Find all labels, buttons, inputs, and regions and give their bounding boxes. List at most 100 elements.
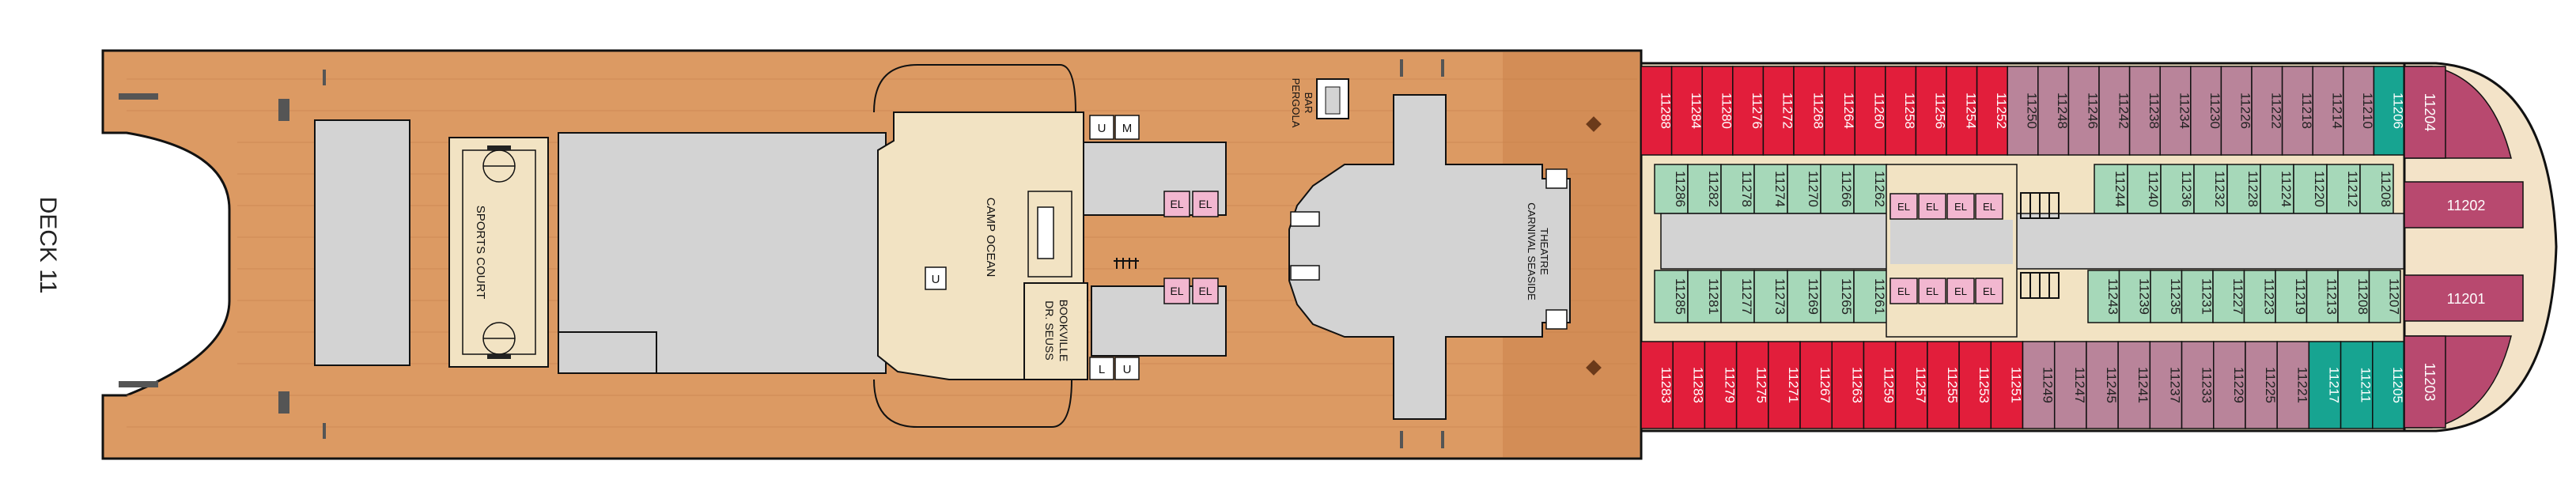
cabin-11208-fb8-label: 11208 <box>2355 278 2370 315</box>
theatre-structure <box>1288 94 1571 420</box>
cabin-11223-fb5: 11223 <box>2243 270 2276 323</box>
cabin-11249-12-box <box>2022 341 2056 429</box>
cabin-11231-fb3-box <box>2181 270 2214 323</box>
cabin-11274-label: 11274 <box>1772 171 1787 207</box>
cabin-11264: 11264 <box>1823 66 1856 156</box>
cabin-11246-box <box>2067 66 2100 156</box>
aft-gray-structure <box>314 119 410 366</box>
cabin-11214-box <box>2312 66 2344 156</box>
cabin-11263-6-label: 11263 <box>1849 367 1864 403</box>
camp-ocean-label: CAMP OCEAN <box>984 198 997 278</box>
cabin-11235-fb2: 11235 <box>2150 270 2183 323</box>
suite-11201-label: 11201 <box>2447 291 2486 307</box>
cabin-11245-14-box <box>2086 341 2119 429</box>
elevator-label: EL <box>1170 285 1183 297</box>
cabin-11243-fb0-label: 11243 <box>2105 278 2120 315</box>
elevator-fwd-top-3-label: EL <box>1983 201 1995 213</box>
cabin-11262: 11262 <box>1853 164 1888 214</box>
cabin-11279-2-label: 11279 <box>1723 367 1738 403</box>
elevator-fwd-top-3-box <box>1975 193 2003 220</box>
cabin-11206-box <box>2373 66 2405 156</box>
cabin-11227-fb4-box <box>2212 270 2245 323</box>
cabin-11257-8-label: 11257 <box>1913 367 1928 403</box>
cabin-11267-5: 11267 <box>1799 341 1833 429</box>
cabin-11254: 11254 <box>1946 66 1978 156</box>
cabin-11246: 11246 <box>2067 66 2101 156</box>
cabin-11260-box <box>1854 66 1886 156</box>
cabin-11211-22-label: 11211 <box>2358 368 2374 403</box>
cabin-11221-20-box <box>2276 341 2310 429</box>
cabin-11248-label: 11248 <box>2055 93 2070 129</box>
cabin-11254-box <box>1946 66 1978 156</box>
cabin-11236-f-box <box>2160 164 2195 214</box>
elevator-fwd-top-2-box <box>1946 193 1975 220</box>
elevator-label: EL <box>1170 198 1183 210</box>
theatre-label-1: CARNIVAL SEASIDE <box>1526 202 1538 300</box>
cabin-11220-f-label: 11220 <box>2312 171 2327 207</box>
elevators-aft: EL EL EL EL <box>1163 191 1219 304</box>
dr-seuss-label-1: DR. SEUSS <box>1043 300 1056 360</box>
elevator-fwd-bottom-3-box <box>1975 278 2003 304</box>
elevator-fwd-bottom-2-box <box>1946 278 1975 304</box>
cabin-11272: 11272 <box>1762 66 1795 156</box>
cabin-11260-label: 11260 <box>1872 93 1887 129</box>
cabin-11283-0-box <box>1640 341 1674 429</box>
cabin-11233-17-box <box>2181 341 2215 429</box>
cabin-11268: 11268 <box>1793 66 1825 156</box>
cabin-11222-box <box>2251 66 2283 156</box>
cabin-11277-label: 11277 <box>1739 278 1754 315</box>
cabin-11282: 11282 <box>1687 164 1722 214</box>
upper-side-structure <box>1083 142 1227 216</box>
suite-labels: 11204 11202 11201 11203 <box>2422 93 2485 402</box>
cabin-11241-15-box <box>2117 341 2151 429</box>
cabin-11222-label: 11222 <box>2268 93 2283 129</box>
cabin-11266-label: 11266 <box>1839 171 1854 207</box>
cabin-11208-f-box <box>2359 164 2394 214</box>
elevator-fwd-top-1-box <box>1918 193 1946 220</box>
cabin-11235-fb2-label: 11235 <box>2168 278 2183 315</box>
cabin-11233-17: 11233 <box>2181 341 2215 429</box>
cabin-11262-box <box>1853 164 1888 214</box>
cabin-11271-4: 11271 <box>1768 341 1801 429</box>
elevator-fwd-bottom-0-box <box>1889 278 1918 304</box>
cabin-11247-13-label: 11247 <box>2072 367 2087 403</box>
cabin-11207-fb9-label: 11207 <box>2386 278 2401 315</box>
cabin-11270: 11270 <box>1787 164 1821 214</box>
cabin-11236-f: 11236 <box>2160 164 2195 214</box>
cabin-11286-box <box>1654 164 1689 214</box>
cabin-11256: 11256 <box>1915 66 1948 156</box>
cabin-11219-fb6-box <box>2275 270 2308 323</box>
elevator-fwd-top-2-label: EL <box>1954 201 1967 213</box>
cabin-11245-14: 11245 <box>2086 341 2119 429</box>
cabin-11238: 11238 <box>2128 66 2162 156</box>
restroom-l-2: L <box>1099 363 1105 376</box>
cabin-11269: 11269 <box>1787 270 1821 323</box>
pergola-label-1: PERGOLA <box>1290 78 1302 128</box>
cabin-11249-12-label: 11249 <box>2041 367 2056 403</box>
cabin-11240-f-box <box>2127 164 2162 214</box>
cabin-11223-fb5-label: 11223 <box>2261 278 2276 315</box>
suite-11201 <box>2404 274 2524 322</box>
cabin-11273-label: 11273 <box>1772 278 1787 315</box>
cabin-11247-13: 11247 <box>2053 341 2087 429</box>
cabin-11238-label: 11238 <box>2147 93 2162 129</box>
stairs-icon <box>1114 258 1139 269</box>
cabin-11285-label: 11285 <box>1673 278 1688 315</box>
cabin-11243-fb0-box <box>2087 270 2120 323</box>
cabin-11217-21: 11217 <box>2308 341 2341 429</box>
cabin-11279-2: 11279 <box>1704 341 1738 429</box>
cabin-11265: 11265 <box>1820 270 1855 323</box>
elevator-label: EL <box>1198 198 1212 210</box>
cabin-11269-label: 11269 <box>1806 278 1821 315</box>
cabin-11213-fb7-label: 11213 <box>2324 278 2339 315</box>
cabin-11237-16-box <box>2149 341 2183 429</box>
cabin-11274: 11274 <box>1753 164 1788 214</box>
cabin-11237-16-label: 11237 <box>2167 367 2182 403</box>
cabin-11208-fb8: 11208 <box>2337 270 2370 323</box>
cabin-11285: 11285 <box>1654 270 1689 323</box>
cabin-11250-label: 11250 <box>2025 93 2040 129</box>
cabin-11205-23: 11205 <box>2372 341 2405 429</box>
cabin-11260: 11260 <box>1854 66 1887 156</box>
cabin-11206: 11206 <box>2373 66 2406 156</box>
cabin-11227-fb4-label: 11227 <box>2230 278 2245 315</box>
